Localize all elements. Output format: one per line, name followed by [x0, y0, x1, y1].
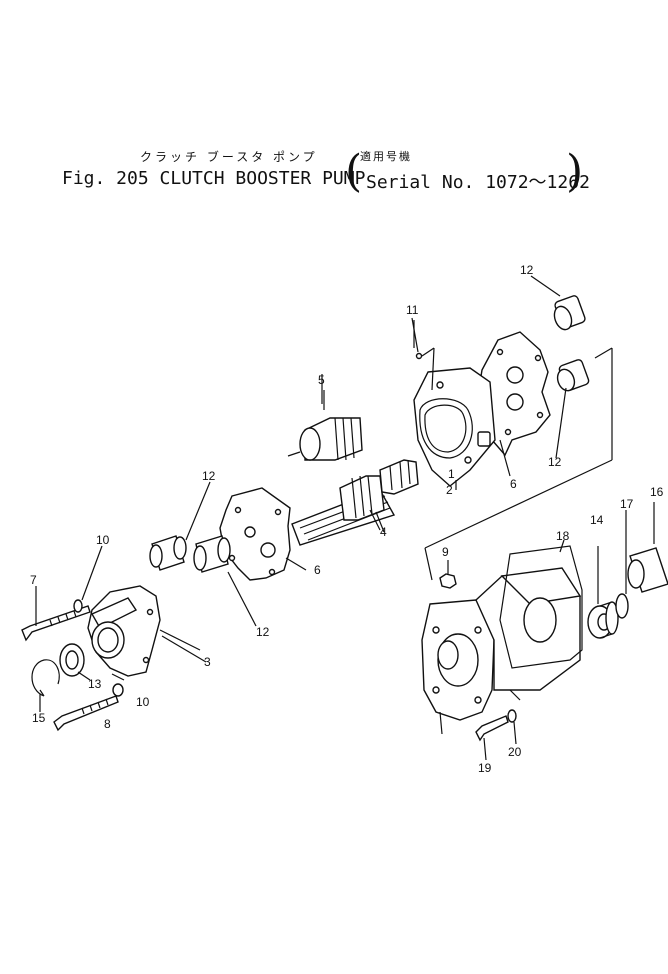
bushing-right [556, 359, 590, 392]
callout-12-left: 12 [202, 469, 216, 483]
bolt-19 [475, 715, 509, 742]
callout-4: 4 [380, 525, 387, 539]
callout-12-top: 12 [520, 263, 534, 277]
leader-lines [35, 275, 655, 761]
callout-15: 15 [32, 711, 46, 725]
oil-seal [59, 643, 85, 677]
callout-2: 2 [446, 483, 453, 497]
bushing-top-right [553, 295, 586, 331]
bushing-left-a [149, 535, 187, 571]
serial-range: Serial No. 1072～1262 [366, 172, 590, 193]
callout-9: 9 [442, 545, 449, 559]
japanese-serial-label: 適用号機 [360, 150, 412, 163]
callout-6-left: 6 [314, 563, 321, 577]
callout-13: 13 [88, 677, 102, 691]
close-paren: ) [566, 146, 584, 197]
callout-12-lower: 12 [256, 625, 270, 639]
figure-title: Fig. 205 CLUTCH BOOSTER PUMP [62, 168, 366, 189]
callout-10-lower: 10 [136, 695, 150, 709]
callout-14: 14 [590, 513, 604, 527]
washer-17 [615, 593, 629, 619]
nut-9 [439, 560, 457, 589]
callout-12-right: 12 [548, 455, 562, 469]
front-cover [87, 585, 201, 677]
gear-case [413, 367, 496, 487]
bearing-14 [587, 601, 619, 639]
callout-20: 20 [508, 745, 522, 759]
bolt-8 [53, 695, 119, 732]
driven-gear [287, 374, 363, 461]
callout-10-upper: 10 [96, 533, 110, 547]
dowel-pin [411, 317, 435, 391]
washer-20 [507, 709, 517, 723]
bolt-7 [21, 605, 91, 642]
callout-6-right: 6 [510, 477, 517, 491]
bushing-16 [627, 547, 668, 593]
callout-labels: 1 2 3 4 5 6 6 7 8 9 10 10 11 12 12 12 12… [30, 263, 664, 775]
rear-pump-body [421, 567, 582, 735]
japanese-title: クラッチ ブースタ ポンプ [140, 150, 318, 164]
callout-8: 8 [104, 717, 111, 731]
washer-10-upper [73, 599, 83, 613]
washer-10-lower [112, 683, 124, 697]
gasket [499, 545, 583, 669]
snap-ring [31, 659, 60, 697]
callout-3: 3 [204, 655, 211, 669]
callout-18: 18 [556, 529, 570, 543]
callout-16: 16 [650, 485, 664, 499]
callout-11: 11 [406, 303, 419, 317]
drive-shaft-gear [291, 459, 419, 546]
callout-19: 19 [478, 761, 492, 775]
callout-5: 5 [318, 373, 325, 387]
bushing-left-b [193, 535, 231, 573]
callout-7: 7 [30, 573, 37, 587]
callout-1: 1 [448, 467, 455, 481]
callout-17: 17 [620, 497, 634, 511]
open-paren: ( [345, 146, 363, 197]
